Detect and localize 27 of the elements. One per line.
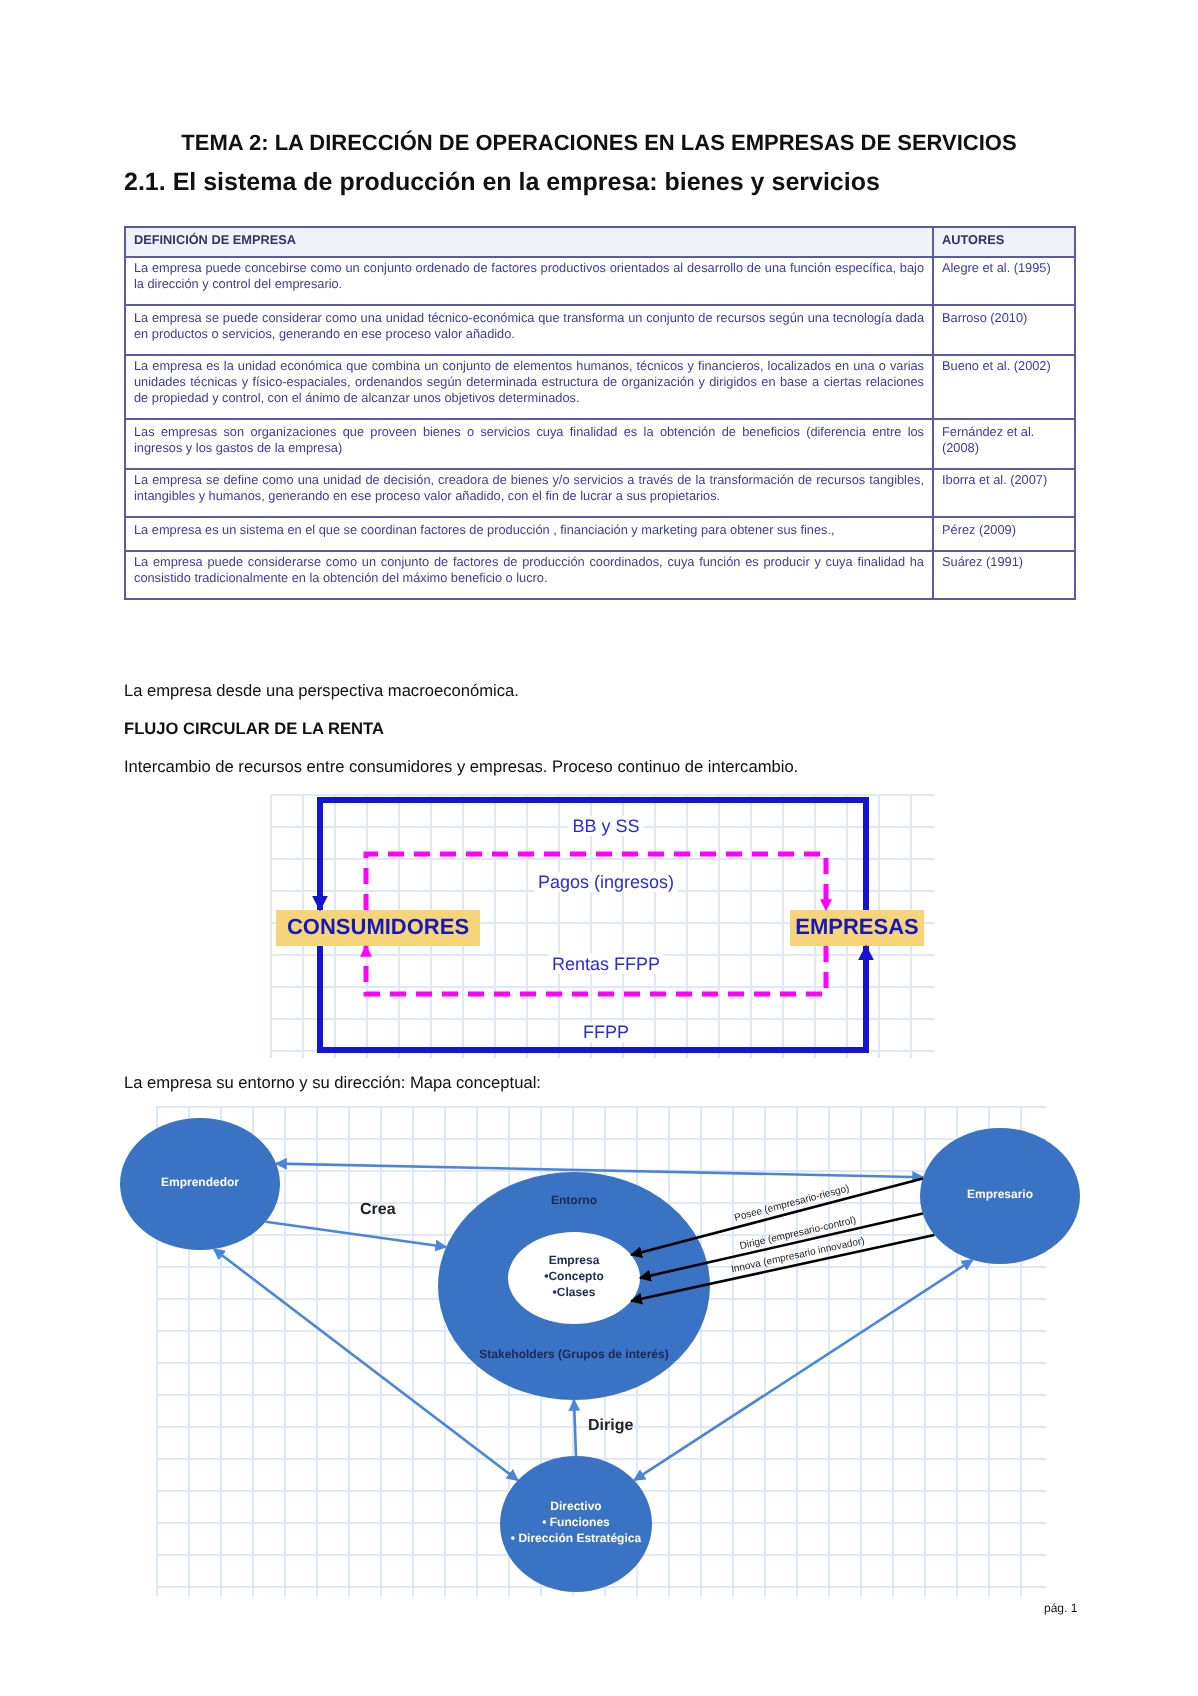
- edge-label: FFPP: [579, 1022, 633, 1042]
- arrow: [363, 851, 832, 912]
- arrow: [568, 1398, 581, 1457]
- concept-ellipse: [508, 1232, 640, 1324]
- paragraph: La empresa desde una perspectiva macroeconómica.: [124, 680, 519, 700]
- page-title: TEMA 2: LA DIRECCIÓN DE OPERACIONES EN LAS EMPRESAS DE SERVICIOS: [179, 132, 1019, 156]
- arrow: [274, 1157, 925, 1183]
- arrow: [317, 944, 874, 1053]
- paragraph: La empresa su entorno y su dirección: Mapa conceptual:: [124, 1072, 541, 1092]
- edge-label: Dirige: [588, 1416, 634, 1434]
- paragraph-heading: FLUJO CIRCULAR DE LA RENTA: [124, 718, 384, 738]
- arrow: [265, 1220, 448, 1252]
- arrow: [212, 1247, 519, 1482]
- arrow: [630, 1177, 924, 1259]
- paragraph: Intercambio de recursos entre consumidores y empresas. Proceso continuo de intercambio.: [124, 756, 799, 776]
- entity-label-box: EMPRESAS: [790, 910, 924, 946]
- arrow: [638, 1212, 924, 1282]
- arrow: [360, 944, 829, 997]
- arrow: [312, 797, 869, 912]
- edge-label: Rentas FFPP: [547, 954, 665, 974]
- section-heading: 2.1. El sistema de producción en la empresa: bienes y servicios: [124, 168, 880, 196]
- edge-label: BB y SS: [568, 816, 644, 836]
- arrow: [630, 1233, 935, 1305]
- arrow: [633, 1258, 974, 1482]
- edge-label: Pagos (ingresos): [533, 872, 679, 892]
- entity-label-box: CONSUMIDORES: [276, 910, 480, 946]
- edge-label: Crea: [360, 1200, 396, 1218]
